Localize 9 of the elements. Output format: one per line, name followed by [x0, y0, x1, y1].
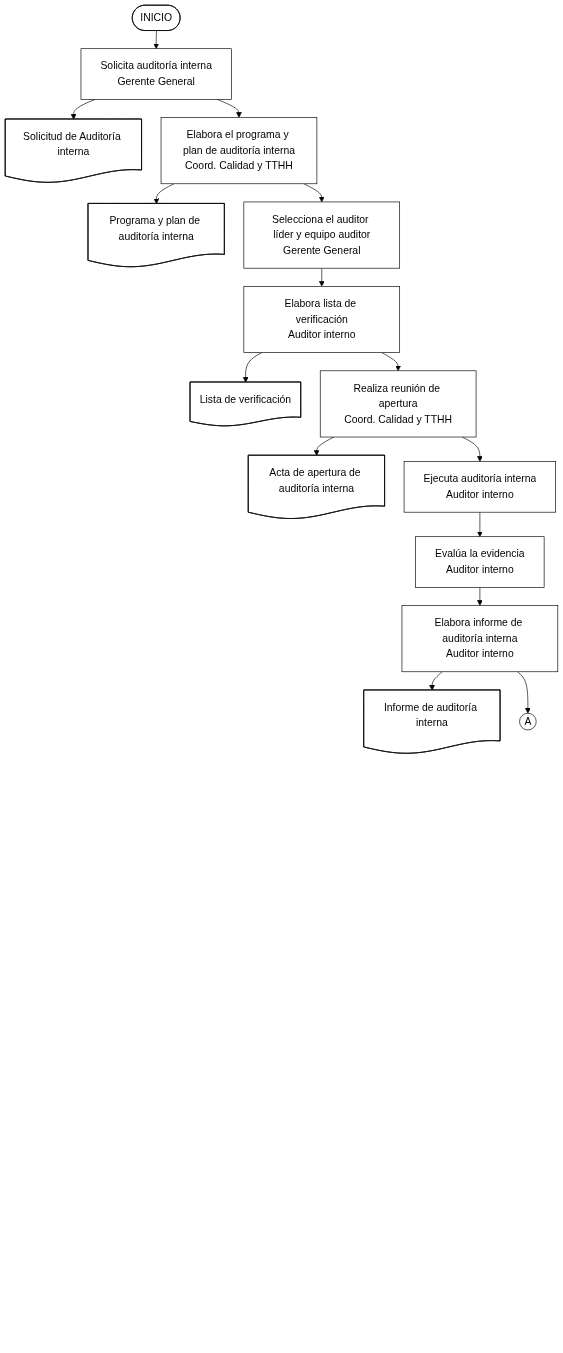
node-box: Elabora informe de auditoría interna Auditor interno: [401, 605, 559, 673]
node-box: Realiza reunión de apertura Coord. Calidad y TTHH: [319, 370, 477, 438]
node-box: Elabora lista de verificación Auditor interno: [243, 286, 400, 353]
node-box: Solicita auditoría interna Gerente General: [80, 48, 232, 100]
node-box: Elabora el programa y plan de auditoría interna Coord. Calidad y TTHH: [160, 117, 318, 185]
node-box: Ejecuta auditoría interna Auditor interno: [403, 461, 556, 513]
node-box: Evalúa la evidencia Auditor interno: [415, 536, 545, 588]
node-circle: A: [519, 712, 537, 731]
node-box: Selecciona el auditor líder y equipo auditor Gerente General: [243, 201, 400, 269]
